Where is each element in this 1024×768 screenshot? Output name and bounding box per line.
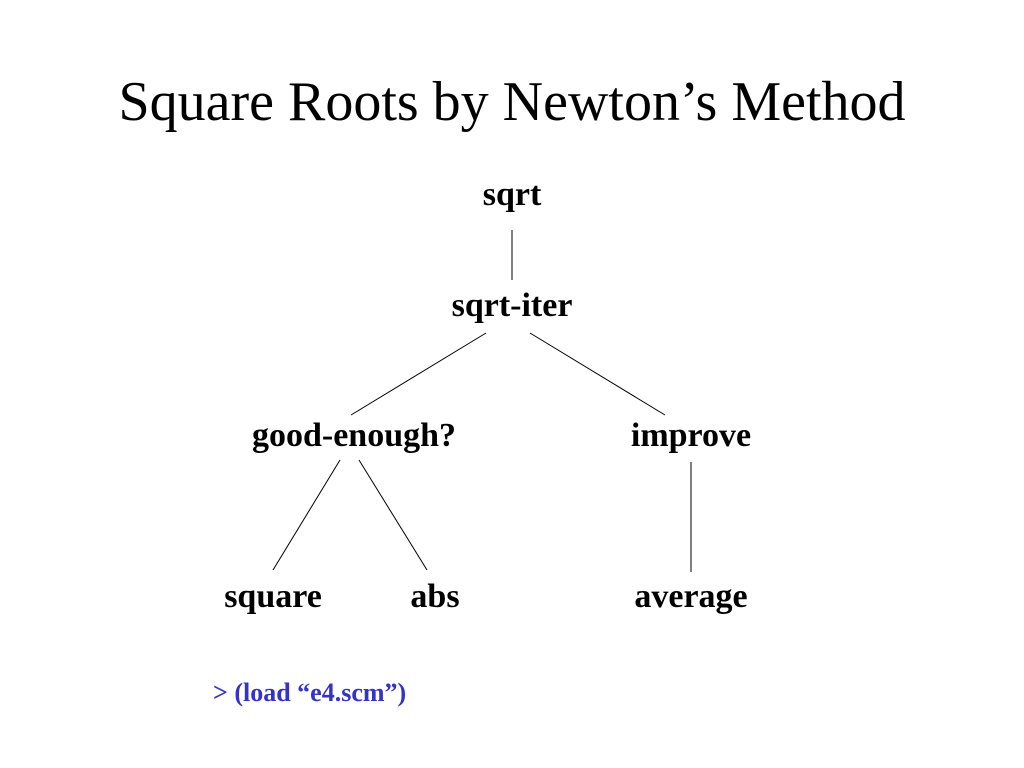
node-sqrt-iter: sqrt-iter	[451, 287, 573, 324]
edge-sqrt-iter-to-improve	[529, 332, 666, 416]
node-square: square	[224, 578, 322, 615]
node-sqrt: sqrt	[482, 176, 542, 213]
node-average: average	[634, 578, 748, 615]
node-abs: abs	[410, 578, 460, 615]
edge-sqrt-iter-to-good-enough	[350, 332, 487, 416]
node-improve: improve	[630, 417, 752, 454]
node-good-enough: good-enough?	[251, 417, 457, 454]
load-command: > (load “e4.scm”)	[213, 678, 407, 707]
edge-good-enough-to-square	[272, 459, 341, 571]
edge-good-enough-to-abs	[358, 459, 428, 571]
slide-title: Square Roots by Newton’s Method	[118, 71, 906, 133]
